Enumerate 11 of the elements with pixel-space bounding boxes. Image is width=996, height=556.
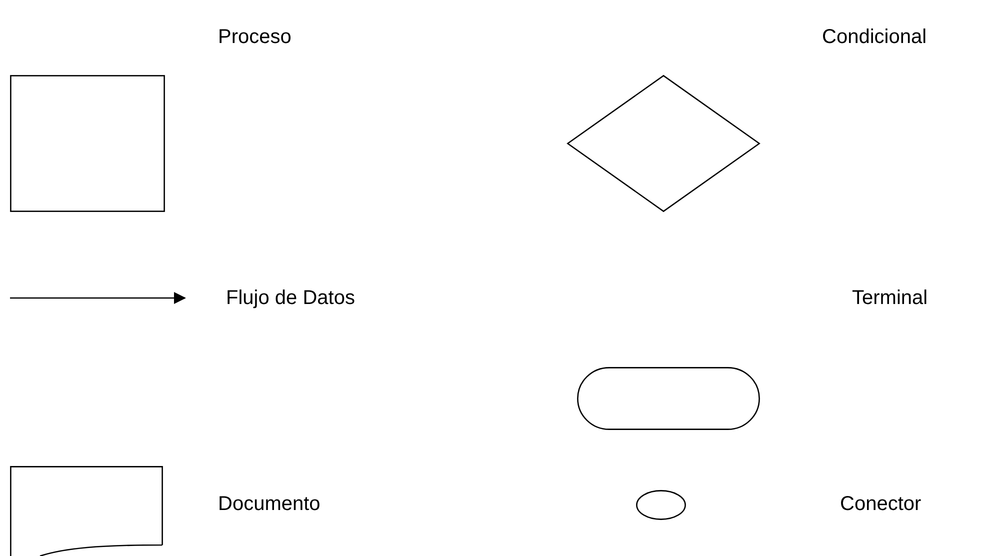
connector-symbol [636, 490, 686, 520]
terminal-symbol [577, 367, 760, 430]
symbol-label: Proceso [218, 25, 292, 49]
legend-label: Flujo de Datos [226, 286, 355, 310]
decision-symbol [567, 75, 760, 212]
symbol-label: Conector [840, 492, 922, 516]
symbol-label: Terminal [852, 286, 928, 310]
process-symbol [10, 75, 165, 212]
document-symbol [10, 466, 163, 556]
symbol-label: Documento [218, 492, 320, 516]
symbol-label: Condicional [822, 25, 927, 49]
